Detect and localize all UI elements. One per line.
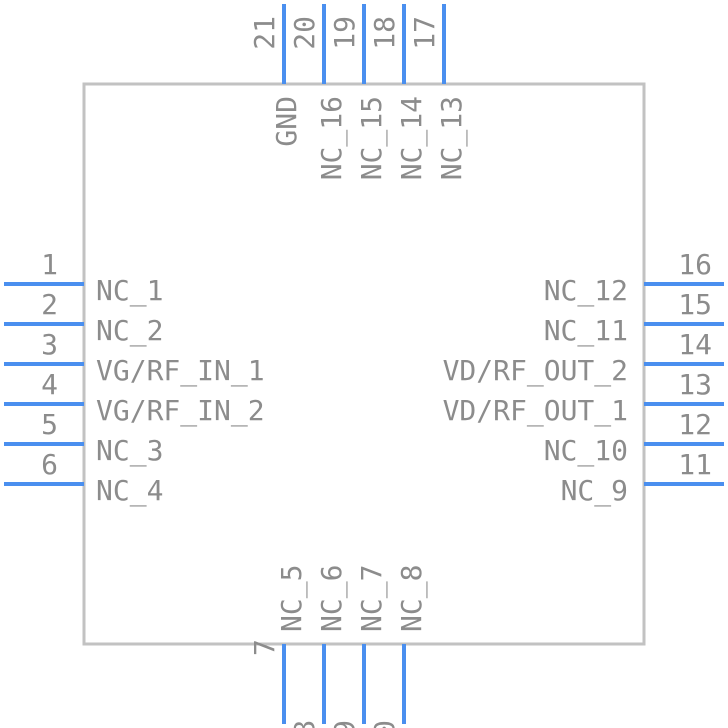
pin-name: VD/RF_OUT_2 xyxy=(443,354,628,388)
top-pins: 21 GND 20 NC_16 19 NC_15 18 NC_14 17 NC_… xyxy=(248,4,469,180)
pin-name: NC_5 xyxy=(275,565,309,632)
pin-10: 10 NC_8 xyxy=(368,565,429,728)
pin-number: 17 xyxy=(408,16,441,50)
pin-name: VD/RF_OUT_1 xyxy=(443,394,628,428)
pin-number: 16 xyxy=(678,248,712,281)
pin-number: 1 xyxy=(41,248,58,281)
pin-number: 9 xyxy=(328,720,361,728)
pin-14: 14 VD/RF_OUT_2 xyxy=(443,328,724,388)
pin-1: 1 NC_1 xyxy=(4,248,163,308)
pin-name: VG/RF_IN_1 xyxy=(96,354,265,388)
pin-number: 2 xyxy=(41,288,58,321)
pin-7: 7 NC_5 xyxy=(248,565,309,724)
pin-number: 11 xyxy=(678,448,712,481)
pin-name: NC_12 xyxy=(544,274,628,308)
pin-number: 5 xyxy=(41,408,58,441)
pin-name: NC_2 xyxy=(96,314,163,348)
pin-number: 12 xyxy=(678,408,712,441)
left-pins: 1 NC_1 2 NC_2 3 VG/RF_IN_1 4 VG/RF_IN_2 … xyxy=(4,248,265,508)
pin-number: 6 xyxy=(41,448,58,481)
pin-4: 4 VG/RF_IN_2 xyxy=(4,368,265,428)
pin-2: 2 NC_2 xyxy=(4,288,163,348)
pin-20: 20 NC_16 xyxy=(288,4,349,180)
pin-number: 14 xyxy=(678,328,712,361)
pin-15: 15 NC_11 xyxy=(544,288,724,348)
right-pins: 16 NC_12 15 NC_11 14 VD/RF_OUT_2 13 VD/R… xyxy=(443,248,724,508)
pin-number: 21 xyxy=(248,16,281,50)
pin-6: 6 NC_4 xyxy=(4,448,163,508)
pin-18: 18 NC_14 xyxy=(368,4,429,180)
pin-number: 18 xyxy=(368,16,401,50)
pin-17: 17 NC_13 xyxy=(408,4,469,180)
pin-19: 19 NC_15 xyxy=(328,4,389,180)
pin-name: NC_14 xyxy=(395,96,429,180)
pin-3: 3 VG/RF_IN_1 xyxy=(4,328,265,388)
pin-13: 13 VD/RF_OUT_1 xyxy=(443,368,724,428)
pin-name: GND xyxy=(270,96,303,147)
pin-name: NC_11 xyxy=(544,314,628,348)
pin-name: NC_4 xyxy=(96,474,163,508)
pin-name: NC_15 xyxy=(355,96,389,180)
pin-number: 7 xyxy=(248,639,281,656)
pin-5: 5 NC_3 xyxy=(4,408,163,468)
pin-name: NC_10 xyxy=(544,434,628,468)
pin-21: 21 GND xyxy=(248,4,303,147)
pin-name: VG/RF_IN_2 xyxy=(96,394,265,428)
pin-name: NC_16 xyxy=(315,96,349,180)
pin-number: 3 xyxy=(41,328,58,361)
pin-name: NC_7 xyxy=(355,565,389,632)
pin-number: 4 xyxy=(41,368,58,401)
pin-8: 8 NC_6 xyxy=(288,565,349,728)
pin-name: NC_9 xyxy=(561,474,628,508)
pin-number: 15 xyxy=(678,288,712,321)
pin-name: NC_3 xyxy=(96,434,163,468)
ic-body xyxy=(82,82,646,646)
pin-number: 19 xyxy=(328,16,361,50)
pin-name: NC_8 xyxy=(395,565,429,632)
pin-name: NC_13 xyxy=(435,96,469,180)
pin-name: NC_1 xyxy=(96,274,163,308)
pin-name: NC_6 xyxy=(315,565,349,632)
pin-number: 20 xyxy=(288,16,321,50)
pin-9: 9 NC_7 xyxy=(328,565,389,728)
pin-11: 11 NC_9 xyxy=(561,448,724,508)
pin-12: 12 NC_10 xyxy=(544,408,724,468)
bottom-pins: 7 NC_5 8 NC_6 9 NC_7 10 NC_8 xyxy=(248,565,429,728)
pin-number: 13 xyxy=(678,368,712,401)
pin-number: 10 xyxy=(368,720,401,728)
pin-16: 16 NC_12 xyxy=(544,248,724,308)
pin-number: 8 xyxy=(288,720,321,728)
